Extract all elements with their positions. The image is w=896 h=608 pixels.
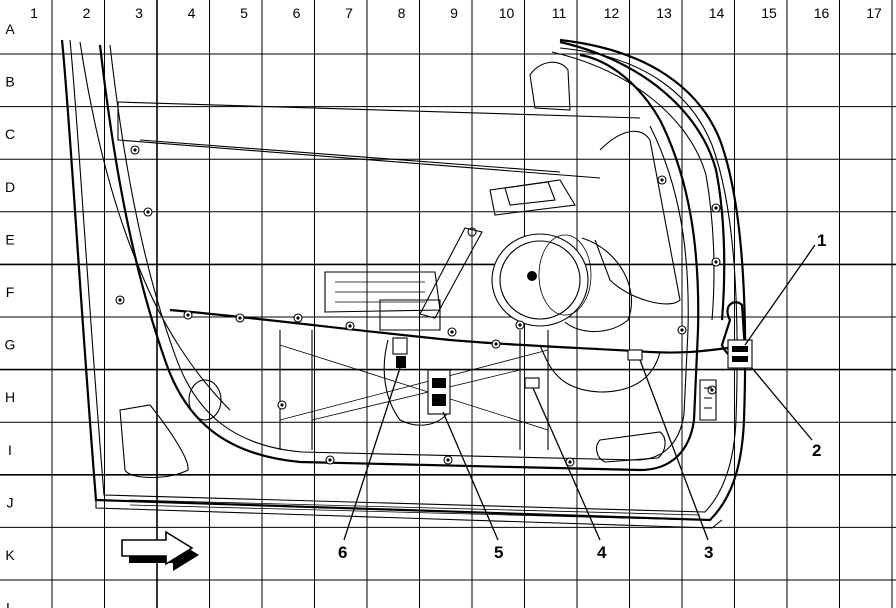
- callout-3: 3: [704, 543, 713, 562]
- grid-column-label: 6: [293, 5, 301, 21]
- panel-fastener-center: [296, 316, 300, 320]
- regulator-arm: [419, 227, 483, 319]
- leader-6: [343, 367, 401, 541]
- grid-column-label: 14: [709, 5, 725, 21]
- panel-fastener-center: [446, 458, 450, 462]
- callout-leaders: [343, 244, 816, 541]
- leader-1: [744, 244, 816, 346]
- grid-row-label: I: [8, 442, 12, 458]
- grid-column-label: 1: [30, 5, 38, 21]
- glass-run-front: [79, 41, 231, 411]
- grid-column-label: 2: [83, 5, 91, 21]
- grid-row-label: G: [5, 337, 16, 353]
- regulator-rail-front: [279, 330, 313, 450]
- window-frame-channel-inner: [551, 51, 715, 321]
- callout-1: 1: [817, 231, 826, 250]
- grid-row-label: K: [5, 547, 15, 563]
- panel-fastener-center: [133, 148, 137, 152]
- panel-fastener-center: [714, 260, 718, 264]
- panel-fastener-center: [186, 313, 190, 317]
- wire-harness-branch-right: [539, 344, 661, 393]
- grid-column-label: 12: [604, 5, 620, 21]
- regulator-cables: [279, 344, 549, 431]
- wire-harness-branch-down: [383, 339, 451, 426]
- leader-3: [639, 359, 709, 541]
- grid-column-label: 13: [656, 5, 672, 21]
- harness-clip-center-body: [524, 377, 540, 389]
- leader-2: [751, 367, 813, 441]
- callout-2: 2: [812, 441, 821, 460]
- grid-column-label: 10: [499, 5, 515, 21]
- inner-panel-perimeter-2: [109, 44, 689, 461]
- grid-column-label: 11: [552, 5, 567, 21]
- panel-fastener-center: [714, 206, 718, 210]
- speaker-access-hole: [188, 379, 222, 421]
- door-outer-edge-inner: [69, 39, 738, 513]
- lower-front-cutout: [119, 404, 189, 478]
- grid-row-label: H: [5, 389, 15, 405]
- panel-fastener-center: [238, 316, 242, 320]
- panel-fastener-center: [518, 323, 522, 327]
- callout-6: 6: [338, 543, 347, 562]
- grid-column-label: 7: [345, 5, 353, 21]
- panel-fastener-center: [328, 458, 332, 462]
- panel-fasteners: [115, 145, 721, 467]
- latch-bracket: [699, 379, 717, 421]
- panel-fastener-center: [680, 328, 684, 332]
- panel-fastener-center: [568, 460, 572, 464]
- door-outer-edge: [60, 38, 747, 522]
- door-bottom-sill-line: [129, 499, 701, 521]
- grid-row-label: B: [5, 74, 14, 90]
- callout-numbers: 1 2 3 4 5 6: [338, 231, 826, 562]
- window-frame-channel: [559, 40, 726, 321]
- harness-grommet-connector: [720, 301, 753, 369]
- callout-5: 5: [494, 543, 503, 562]
- panel-fastener-center: [450, 330, 454, 334]
- grid-row-label: J: [7, 494, 14, 510]
- door-inner-panel-drawing: [60, 38, 753, 529]
- speaker-assembly: [491, 233, 633, 333]
- inner-panel-perimeter: [98, 44, 700, 472]
- grid-column-label: 9: [450, 5, 458, 21]
- leader-4: [532, 387, 601, 541]
- upper-rear-trim: [594, 130, 681, 305]
- harness-clip-front-body: [392, 337, 408, 368]
- harness-clip-rear-body: [627, 349, 643, 361]
- panel-fastener-center: [146, 210, 150, 214]
- grid-row-label: L: [6, 600, 14, 608]
- front-direction-arrow-icon: [121, 530, 199, 571]
- grid-row-label: F: [6, 284, 15, 300]
- grid-row-label: C: [5, 126, 15, 142]
- grid-column-label: 5: [240, 5, 248, 21]
- panel-fastener-center: [348, 324, 352, 328]
- door-handle-bezel: [324, 271, 441, 331]
- leader-5: [442, 411, 499, 541]
- grid-column-label: 3: [135, 5, 143, 21]
- upper-trim-beam: [117, 101, 641, 179]
- grid-row-label: A: [5, 21, 15, 37]
- grid-row-label: E: [5, 231, 14, 247]
- grid-column-label: 8: [398, 5, 406, 21]
- panel-fastener-center: [660, 178, 664, 182]
- panel-fastener-center: [280, 403, 284, 407]
- grid-column-label: 4: [188, 5, 196, 21]
- panel-fastener-center: [118, 298, 122, 302]
- grid-column-label: 17: [866, 5, 882, 21]
- grid-column-label: 16: [814, 5, 830, 21]
- panel-fastener-center: [494, 342, 498, 346]
- window-motor-connector-body: [427, 369, 451, 415]
- callout-4: 4: [597, 543, 607, 562]
- mirror-sail-bracket: [529, 61, 571, 111]
- grid-column-label: 15: [761, 5, 777, 21]
- grid-row-label: D: [5, 179, 15, 195]
- door-bottom-sill: [95, 500, 723, 529]
- lower-center-cutout: [596, 431, 666, 463]
- panel-fastener-center: [710, 388, 714, 392]
- armrest-pocket: [489, 179, 576, 216]
